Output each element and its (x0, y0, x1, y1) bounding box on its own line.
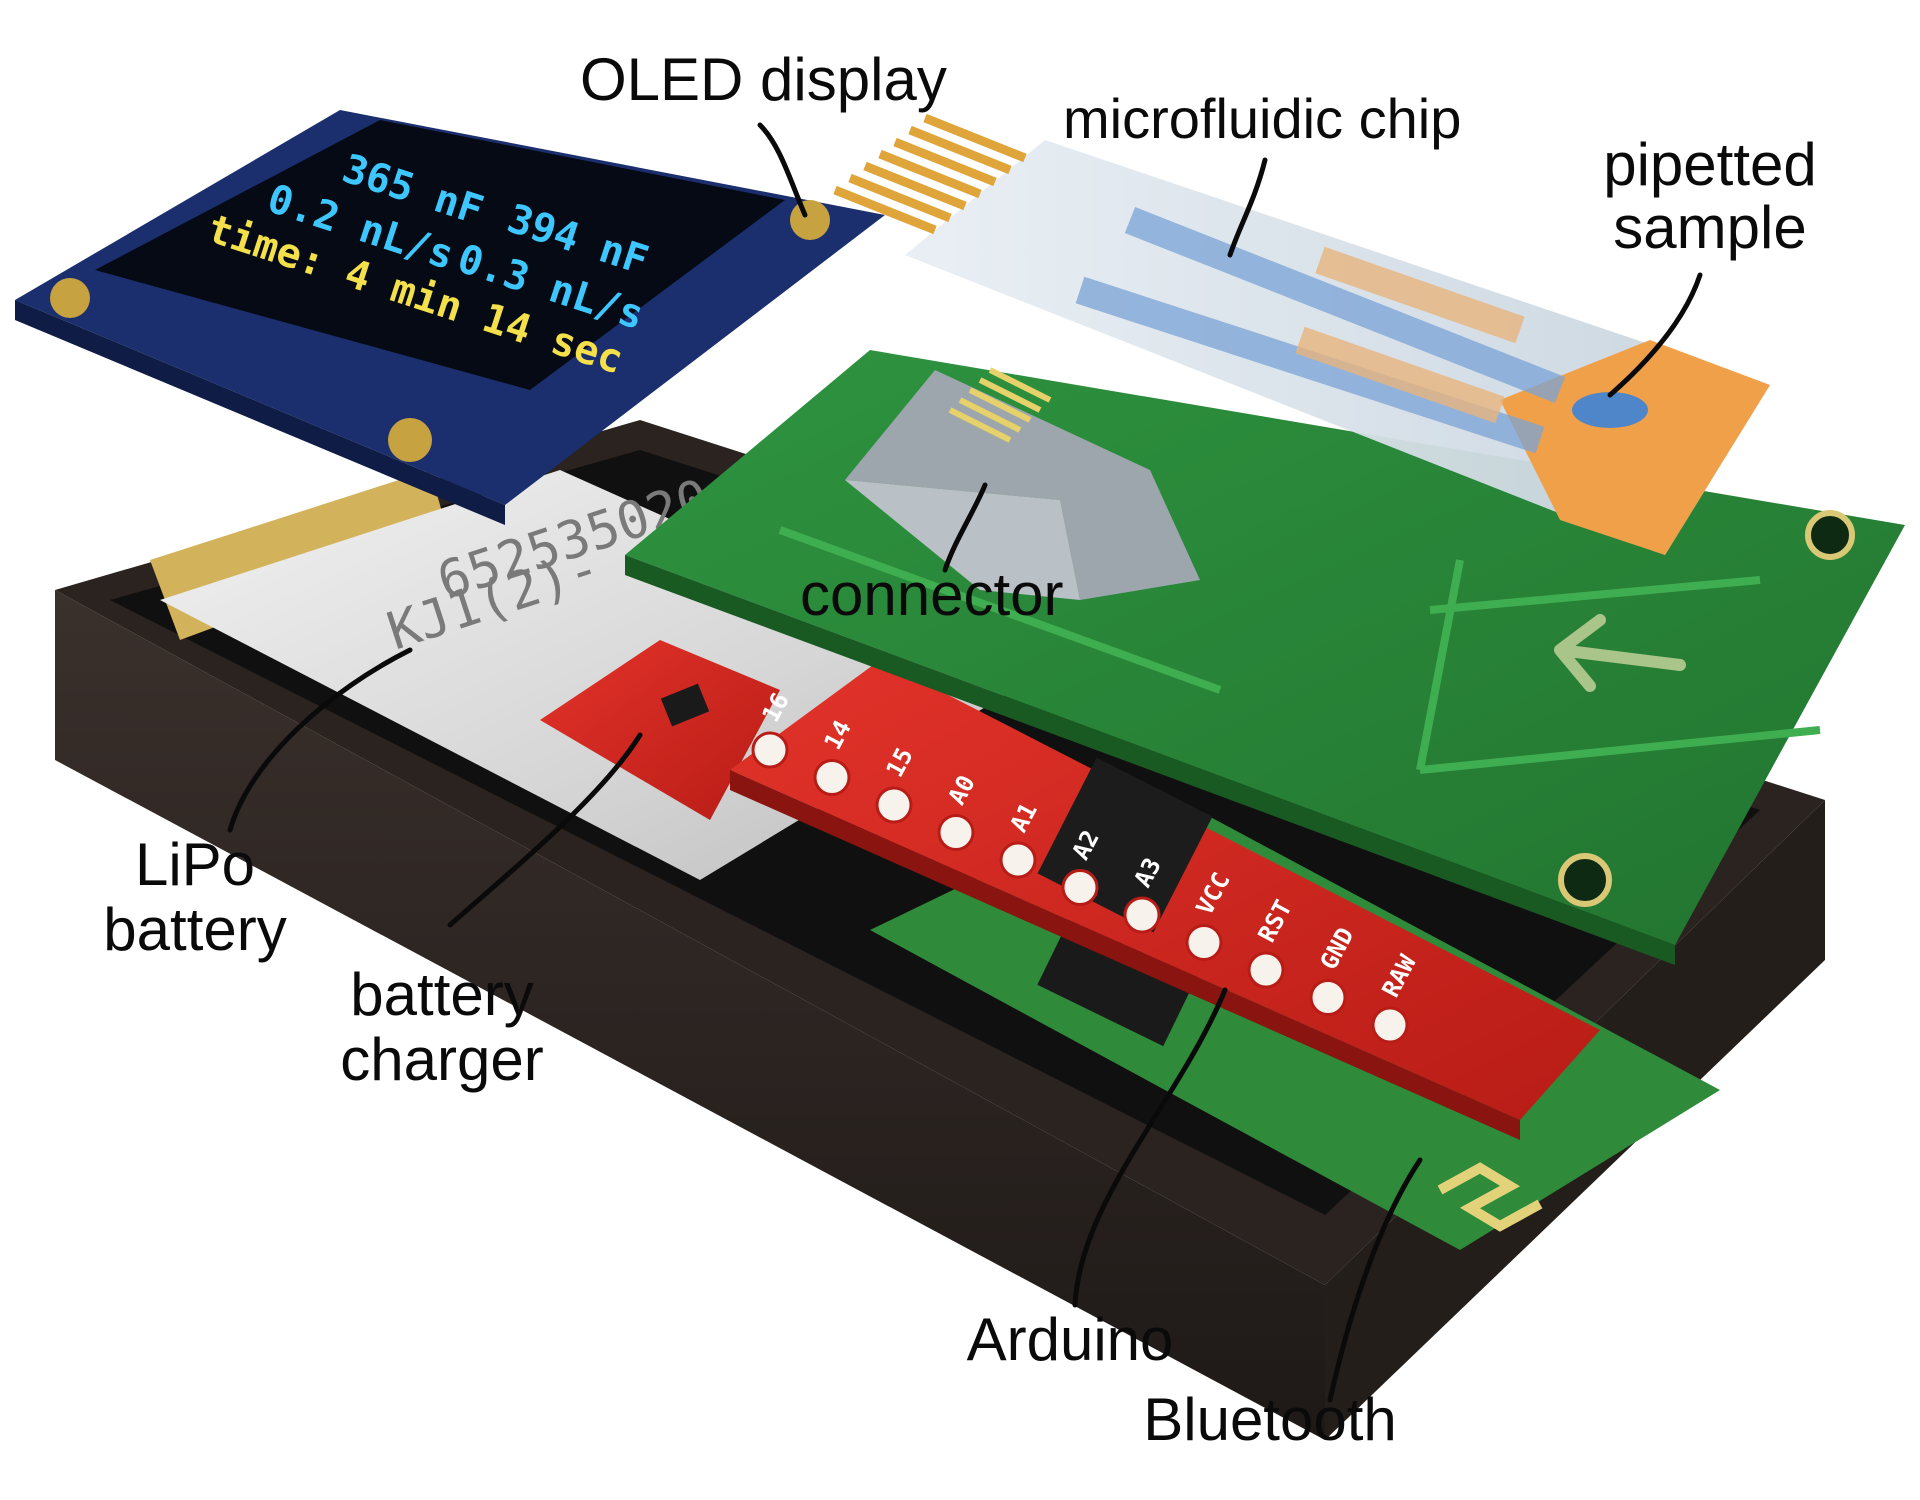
oled-pcb-edge (15, 300, 505, 525)
mounting-hole-icon (1558, 853, 1612, 907)
label-pipetted-sample-line1: pipetted (1603, 131, 1817, 198)
arduino-pin-pad (1247, 951, 1285, 989)
connector-body (845, 370, 1200, 600)
chip-channel-blue (1124, 206, 1566, 404)
leader-lines (227, 122, 1703, 1403)
mounting-hole-icon (1805, 510, 1855, 560)
label-bluetooth: Bluetooth (1143, 1386, 1397, 1453)
chip-electrode-fingers (833, 113, 1027, 235)
main-pcb-edge (625, 555, 1675, 965)
oled-display-module: 365 nF 0.2 nL/s 394 nF 0.3 nL/s time: 4 … (15, 110, 885, 525)
arduino-pin-pad (1061, 869, 1099, 906)
pipetted-sample-droplet (1572, 392, 1648, 428)
leader-microfluidic-chip (1227, 157, 1268, 258)
oled-mounting-hole-icon (50, 278, 90, 318)
arduino-pin-pad (1123, 896, 1161, 934)
label-connector: connector (800, 561, 1064, 628)
chip-sample-pad (1500, 340, 1770, 555)
label-arduino: Arduino (967, 1306, 1174, 1373)
arduino-pcb-edge (730, 770, 1520, 1140)
arduino-pin-pad (1185, 924, 1223, 961)
label-lipo-battery-line1: LiPo (135, 831, 255, 898)
arduino-pin-pad (937, 814, 975, 851)
oled-mounting-hole-icon (790, 200, 830, 240)
label-oled-display: OLED display (580, 46, 947, 113)
enclosure-front-left-wall (55, 590, 1325, 1440)
chip-channel-orange (1315, 246, 1525, 344)
leader-oled-display (757, 122, 808, 218)
bluetooth-antenna-trace (1437, 1162, 1543, 1232)
arduino-pin-pad (813, 759, 851, 796)
connector-pins (948, 367, 1052, 443)
microfluidic-chip (833, 113, 1770, 555)
arrow-icon (1554, 614, 1686, 692)
arduino-pin-pad (999, 841, 1037, 879)
oled-screen (95, 120, 785, 390)
label-pipetted-sample-line2: sample (1613, 194, 1806, 261)
component-labels: OLED display microfluidic chip pipetted … (103, 46, 1816, 1453)
label-battery-charger-line1: battery (350, 961, 533, 1028)
connector-shield (845, 480, 1080, 600)
battery-charger-ic (660, 683, 710, 727)
arduino-pin-pad (1371, 1006, 1409, 1044)
arduino-pin-pad (875, 786, 913, 824)
battery-charger-board (540, 640, 780, 820)
leader-bluetooth (1327, 1157, 1423, 1403)
main-pcb-traces (778, 526, 1821, 774)
arduino-pin-pad (1309, 979, 1347, 1016)
leader-pipetted-sample (1607, 272, 1703, 398)
leader-battery-charger (447, 732, 643, 928)
leader-arduino (1072, 987, 1228, 1308)
chip-channel-orange (1295, 326, 1505, 424)
leader-lipo-battery (227, 647, 413, 833)
arduino-pin-pad (751, 731, 789, 769)
chip-channel-blue (1075, 276, 1545, 454)
leader-connector (942, 482, 988, 573)
battery-charger-pcb (540, 640, 780, 820)
oled-mounting-hole-icon (388, 418, 432, 462)
edge-connector (845, 367, 1200, 600)
label-microfluidic-chip: microfluidic chip (1063, 87, 1461, 150)
label-battery-charger-line2: charger (340, 1026, 543, 1093)
label-lipo-battery-line2: battery (103, 896, 286, 963)
